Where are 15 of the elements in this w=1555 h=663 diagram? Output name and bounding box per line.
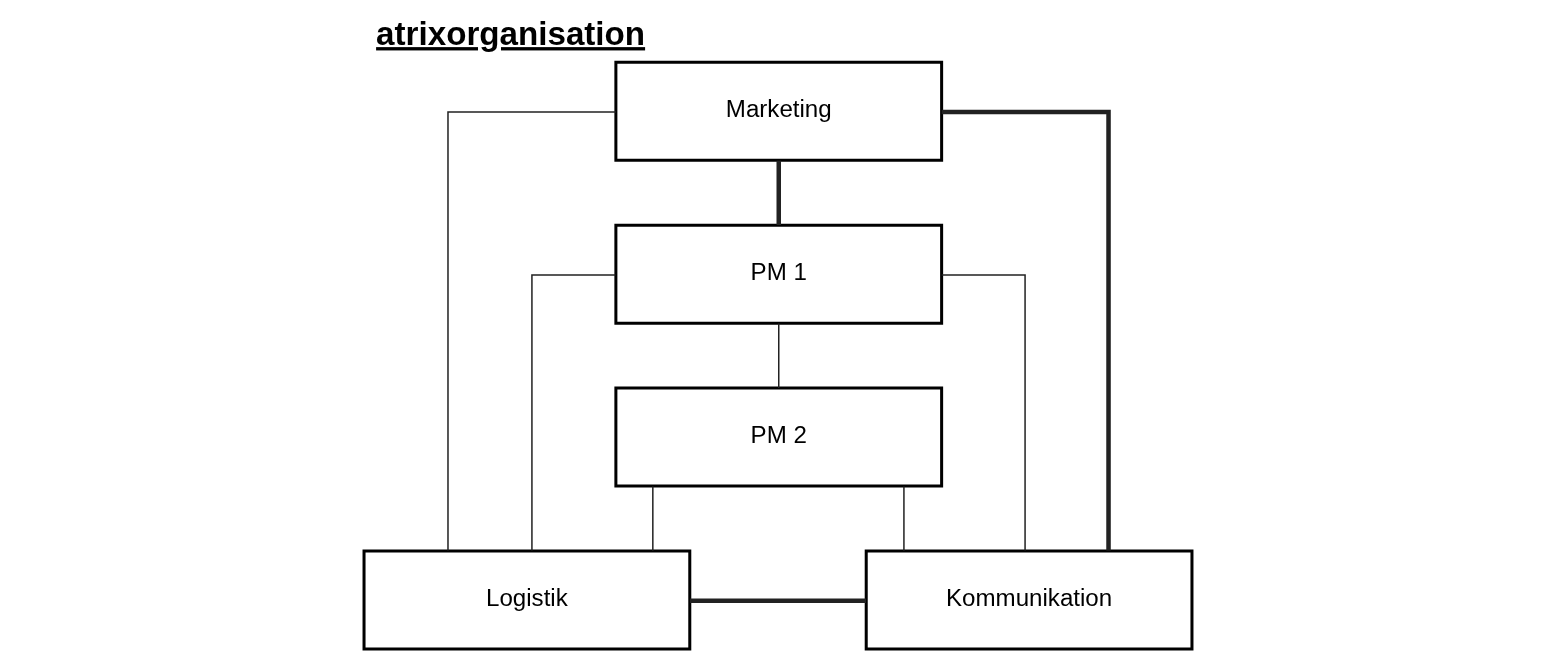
connector — [776, 160, 781, 226]
connector — [530, 274, 616, 552]
connector — [902, 485, 905, 552]
connector — [689, 598, 866, 603]
connector — [941, 109, 1111, 551]
diagram-title: atrixorganisation — [375, 15, 645, 53]
connector — [651, 485, 654, 552]
connector — [777, 322, 779, 389]
node-box: PM 1 — [613, 223, 943, 325]
connector — [940, 274, 1026, 552]
node-box: PM 2 — [613, 386, 943, 488]
node-box: Logistik — [362, 549, 691, 651]
connector — [446, 111, 617, 552]
node-box: Kommunikation — [864, 549, 1193, 651]
node-box: Marketing — [613, 60, 943, 162]
